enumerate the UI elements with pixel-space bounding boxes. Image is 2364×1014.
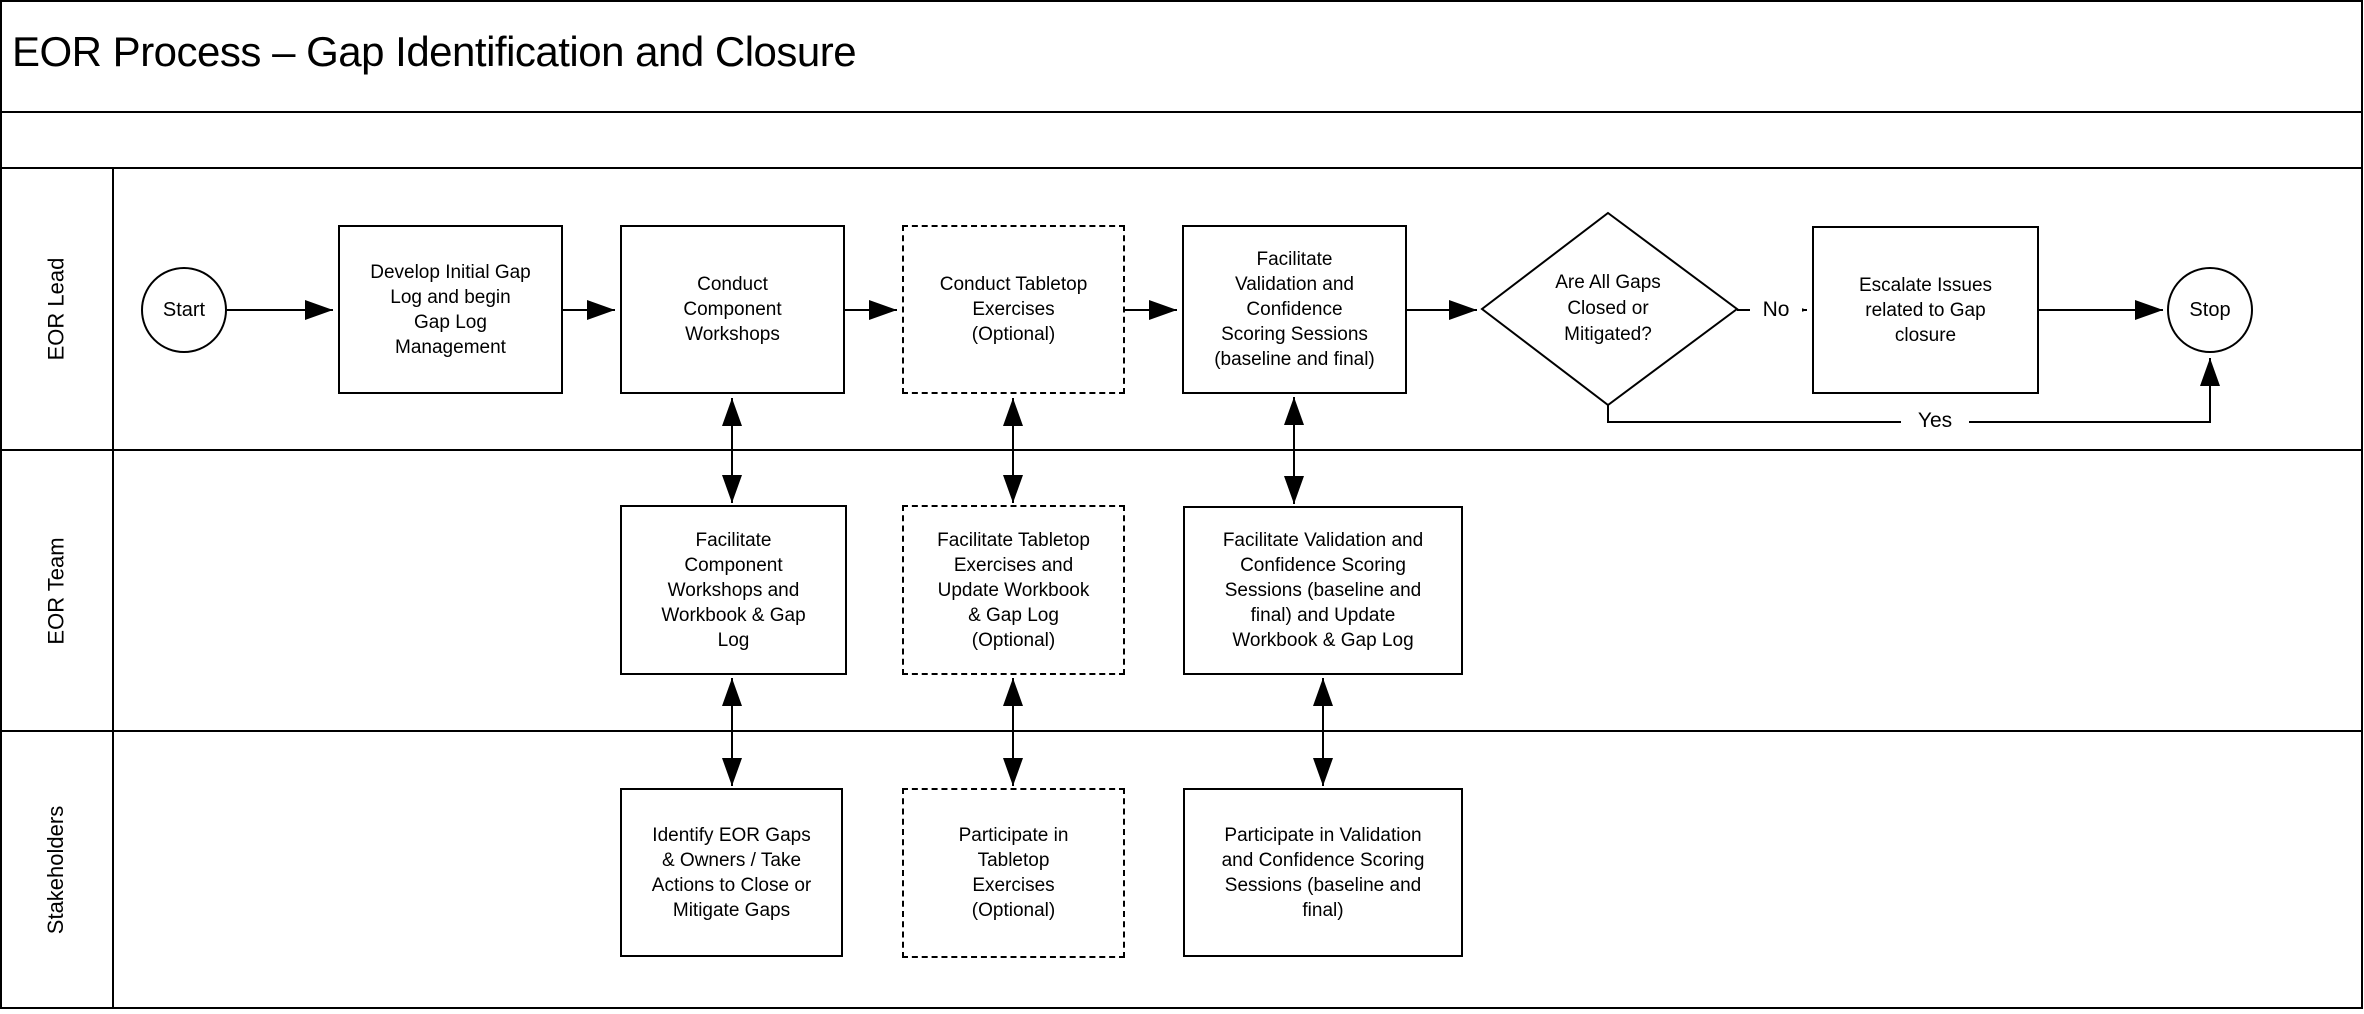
lane-label-text: EOR Team [43, 536, 69, 645]
process-facilitate-component-workshops: Facilitate Component Workshops and Workb… [620, 505, 847, 675]
process-participate-validation: Participate in Validation and Confidence… [1183, 788, 1463, 957]
start-terminator: Start [141, 267, 227, 353]
double-arrows [722, 397, 1333, 786]
lane-label-stakeholders: Stakeholders [0, 731, 113, 1008]
stop-terminator: Stop [2167, 267, 2253, 353]
lane-label-text: Stakeholders [43, 805, 69, 934]
process-participate-tabletop: Participate in Tabletop Exercises (Optio… [902, 788, 1125, 958]
process-conduct-component-workshops: Conduct Component Workshops [620, 225, 845, 394]
lane-label-eor-team: EOR Team [0, 450, 113, 731]
process-escalate-issues: Escalate Issues related to Gap closure [1812, 226, 2039, 394]
decision-yes-label: Yes [1901, 407, 1969, 435]
lane-label-text: EOR Lead [43, 257, 69, 361]
start-label: Start [162, 298, 206, 321]
process-facilitate-validation-update: Facilitate Validation and Confidence Sco… [1183, 506, 1463, 675]
process-facilitate-tabletop-exercises: Facilitate Tabletop Exercises and Update… [902, 505, 1125, 675]
lane-label-eor-lead: EOR Lead [0, 168, 113, 450]
page-title: EOR Process – Gap Identification and Clo… [12, 28, 857, 75]
decision-text: Are All Gaps Closed or Mitigated? [1555, 272, 1661, 345]
process-conduct-tabletop-exercises: Conduct Tabletop Exercises (Optional) [902, 225, 1125, 394]
stop-label: Stop [2189, 298, 2231, 321]
decision-no-label: No [1750, 296, 1802, 324]
process-identify-eor-gaps: Identify EOR Gaps & Owners / Take Action… [620, 788, 843, 957]
process-facilitate-validation-scoring: Facilitate Validation and Confidence Sco… [1182, 225, 1407, 394]
process-develop-gap-log: Develop Initial Gap Log and begin Gap Lo… [338, 225, 563, 394]
